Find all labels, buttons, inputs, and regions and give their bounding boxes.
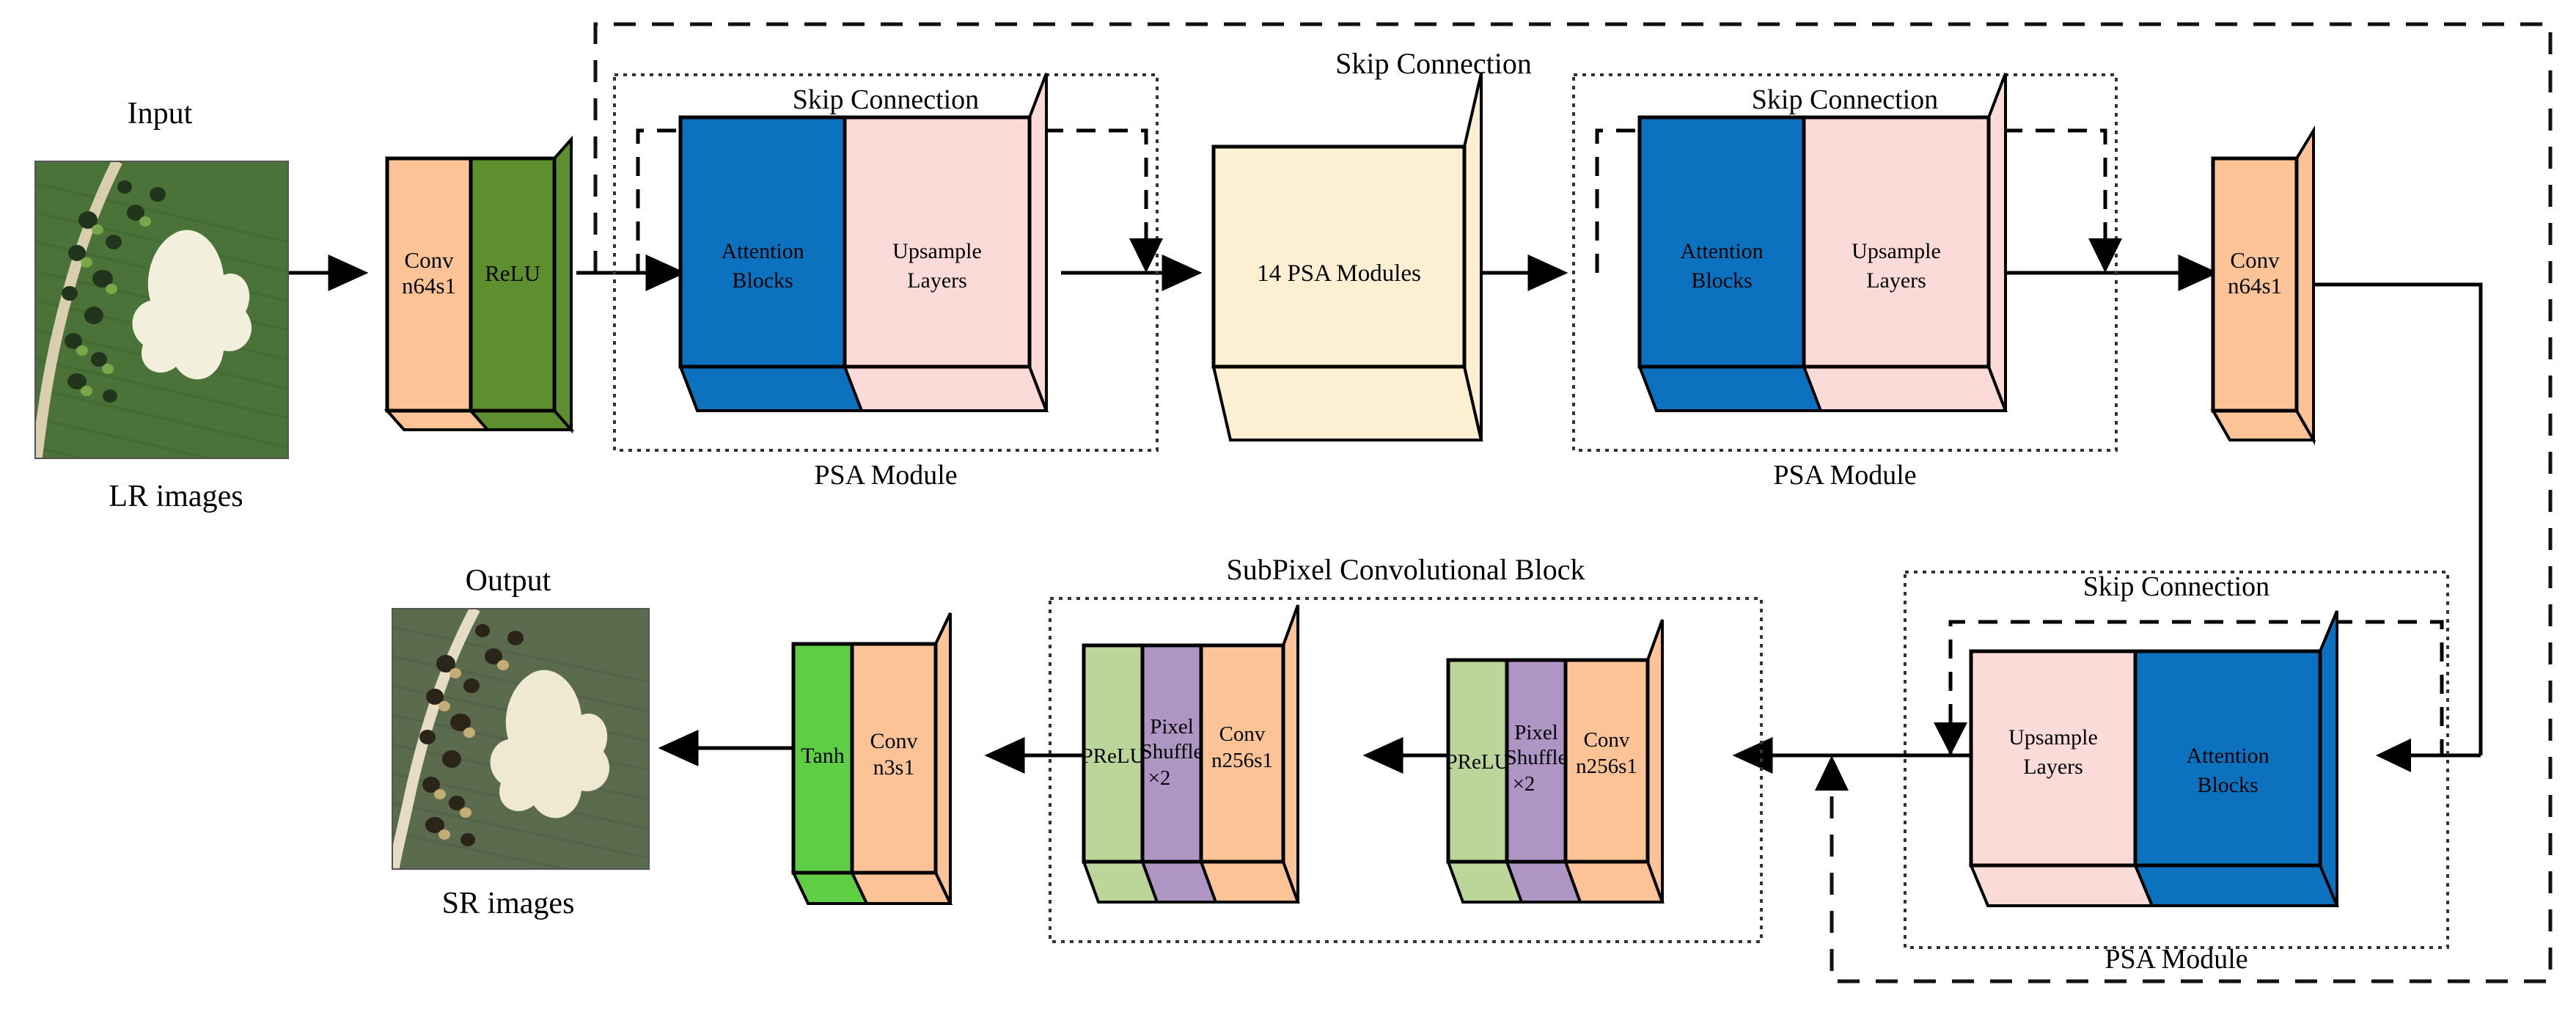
lr-input-image [34,161,289,459]
subpixel-block-label: SubPixel Convolutional Block [1227,553,1585,586]
conv-tail-label-line2: n64s1 [2228,273,2282,298]
sr-output-image [392,608,650,870]
subpixel-a-conv-label-line1: Conv [1584,728,1630,752]
output-caption: SR images [442,887,575,920]
center-block-label: 14 PSA Modules [1257,260,1421,287]
subpixel-unit-a: PReLU Pixel Shuffle ×2 Conv n256s1 [1446,619,1665,904]
subpixel-a-conv-label-line2: n256s1 [1576,755,1637,778]
conv-out-label-line2: n3s1 [873,755,915,780]
center-psa-stack-block: 14 PSA Modules [1211,73,1483,441]
psa-module-1-group: Attention Blocks Upsample Layers Skip Co… [613,73,1163,491]
input-caption: LR images [109,480,243,513]
psa1-upsample-label-line1: Upsample [892,239,982,263]
subpixel-b-shuffle-label-line1: Pixel [1150,715,1194,739]
relu-head-label: ReLU [485,260,540,286]
psa3-module-label: PSA Module [2105,944,2247,975]
psa2-attention-label-line1: Attention [1680,239,1763,263]
psa2-upsample-label-line2: Layers [1866,268,1926,293]
psa3-upsample-label-line1: Upsample [2008,725,2098,750]
psa2-attention-label-line2: Blocks [1691,268,1752,293]
input-title: Input [128,97,193,131]
tail-to-psa3-connector [2313,282,2483,772]
subpixel-b-prelu-label: PReLU [1082,744,1145,768]
tanh-label: Tanh [801,744,845,768]
subpixel-a-prelu-label: PReLU [1446,750,1510,774]
subpixel-b-conv-label-line2: n256s1 [1211,749,1273,772]
conv-out-label-line1: Conv [870,729,917,753]
psa1-attention-label-line1: Attention [721,239,804,263]
conv-tail-label-line1: Conv [2230,247,2280,273]
subpixel-b-shuffle-label-line2: Shuffle [1141,740,1203,763]
psa1-skip-connection-label: Skip Connection [793,84,979,115]
psa3-attention-label-line1: Attention [2186,744,2269,768]
conv-relu-head-block: Conv n64s1 ReLU [384,135,575,434]
psa2-module-label: PSA Module [1773,460,1916,491]
subpixel-convolutional-block-group: SubPixel Convolutional Block PReLU Pixel… [1049,553,1763,943]
tanh-conv-output-block: Tanh Conv n3s1 [790,612,953,905]
subpixel-a-shuffle-label-line2: Shuffle [1505,746,1568,769]
psa3-upsample-label-line2: Layers [2023,755,2083,779]
conv-tail-block: Conv n64s1 [2210,125,2316,446]
subpixel-a-shuffle-label-line3: ×2 [1513,772,1535,796]
global-skip-connection-path [593,22,2553,983]
subpixel-b-shuffle-label-line3: ×2 [1148,766,1171,790]
output-title: Output [466,564,551,598]
subpixel-a-shuffle-label-line1: Pixel [1514,721,1558,744]
psa3-skip-connection-label: Skip Connection [2083,571,2269,602]
psa1-upsample-label-line2: Layers [907,268,967,293]
subpixel-unit-b: PReLU Pixel Shuffle ×2 Conv n256s1 [1082,604,1300,904]
conv-head-label-line2: n64s1 [402,273,456,298]
subpixel-b-conv-label-line1: Conv [1219,722,1266,746]
psa3-attention-label-line2: Blocks [2197,773,2258,797]
psa-module-3-group: Upsample Layers Attention Blocks Skip Co… [1904,571,2449,975]
global-skip-connection-label: Skip Connection [1335,47,1532,80]
psa1-attention-label-line2: Blocks [732,268,793,293]
psa1-module-label: PSA Module [814,460,957,491]
psa2-upsample-label-line1: Upsample [1852,239,1941,263]
psa-module-2-group: Attention Blocks Upsample Layers Skip Co… [1572,73,2122,491]
conv-head-label-line1: Conv [404,247,454,273]
psa2-skip-connection-label: Skip Connection [1752,84,1938,115]
